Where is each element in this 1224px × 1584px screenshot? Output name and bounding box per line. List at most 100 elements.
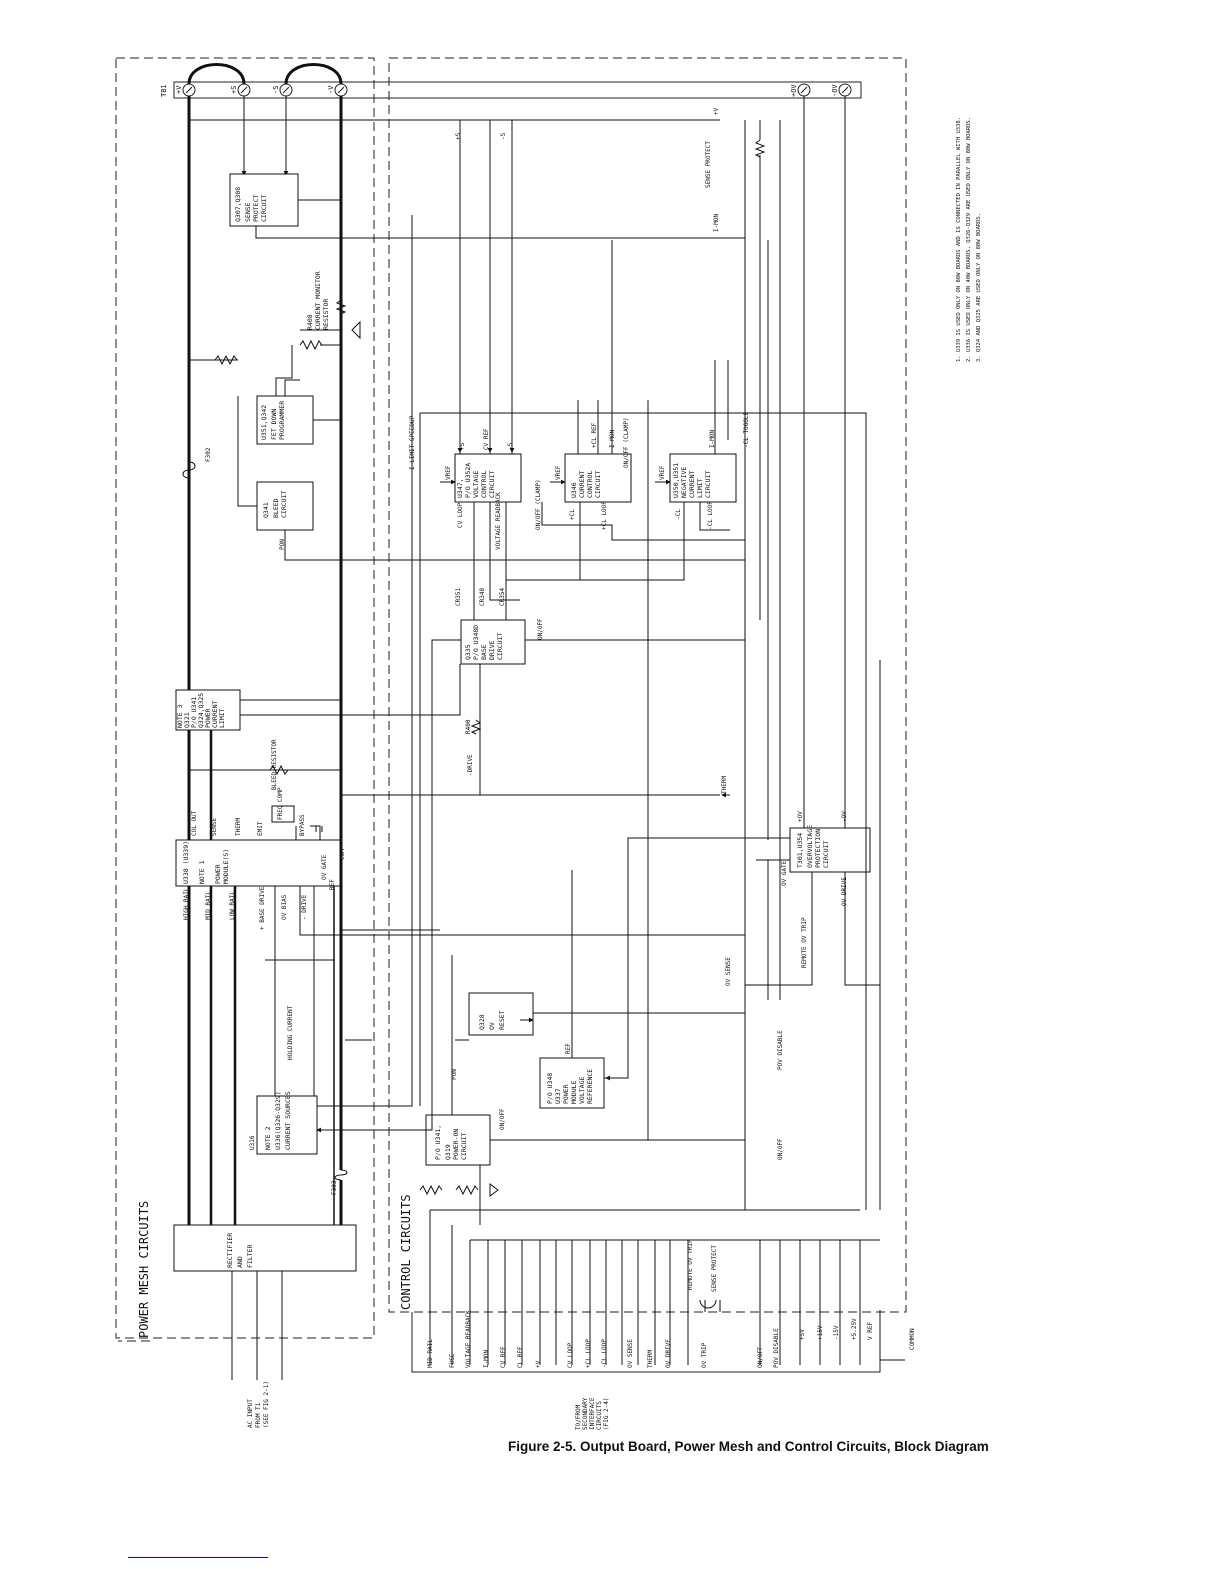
if-minus-cl-loop: -CL LOOP bbox=[601, 1339, 608, 1368]
svg-text:SENSE: SENSE bbox=[244, 202, 252, 222]
svg-text:(FIG 2-4): (FIG 2-4) bbox=[603, 1397, 610, 1430]
onoff-clamp-label-2: ON/OFF (CLAMP) bbox=[535, 479, 542, 530]
svg-text:CURRENT: CURRENT bbox=[688, 471, 696, 498]
if-plus-v: +V bbox=[535, 1360, 542, 1368]
minus-s-label-2: -S bbox=[507, 442, 514, 450]
svg-text:VOLTAGE: VOLTAGE bbox=[578, 1077, 586, 1104]
footer-rule bbox=[128, 1557, 268, 1558]
ov-gate-label-2: OV GATE bbox=[781, 860, 788, 886]
if-pov-disable: POV DISABLE bbox=[773, 1328, 780, 1368]
high-rail-label: HIGH RAIL bbox=[183, 887, 190, 920]
if-minus-15v: -15V bbox=[833, 1325, 840, 1340]
sense-protect-label-2: SENSE PROTECT bbox=[711, 1245, 718, 1292]
therm-label: THERM bbox=[721, 776, 728, 794]
svg-text:NOTE 2: NOTE 2 bbox=[264, 1126, 272, 1150]
svg-text:TO/FROM: TO/FROM bbox=[575, 1404, 582, 1430]
svg-text:LIMIT: LIMIT bbox=[218, 708, 226, 728]
svg-text:U346: U346 bbox=[570, 482, 578, 498]
svg-text:CIRCUIT: CIRCUIT bbox=[704, 471, 712, 498]
tb1-label: TB1 bbox=[160, 84, 168, 97]
svg-text:CIRCUIT: CIRCUIT bbox=[496, 633, 504, 660]
svg-text:BLEED: BLEED bbox=[272, 498, 280, 518]
note-1: 1. U339 IS USED ONLY ON 80W BOARDS AND I… bbox=[956, 117, 962, 362]
if-therm: THERM bbox=[647, 1350, 654, 1368]
sense-protect-label: SENSE PROTECT bbox=[705, 141, 712, 188]
svg-text:Q319: Q319 bbox=[444, 1144, 452, 1160]
interface-labels: MID RAIL FUSE VOLTAGE READBACK I-MON CV … bbox=[427, 1310, 916, 1368]
svg-text:CONTROL: CONTROL bbox=[586, 471, 594, 498]
svg-text:AND: AND bbox=[236, 1256, 244, 1268]
svg-text:CIRCUIT: CIRCUIT bbox=[822, 841, 830, 868]
notes: 1. U339 IS USED ONLY ON 80W BOARDS AND I… bbox=[956, 117, 982, 362]
svg-text:CURRENT MONITOR: CURRENT MONITOR bbox=[314, 271, 322, 330]
if-plus-cl-loop: +CL LOOP bbox=[585, 1339, 592, 1368]
svg-text:P/O U348D: P/O U348D bbox=[472, 625, 480, 660]
svg-text:U336(Q326-Q329): U336(Q326-Q329) bbox=[274, 1091, 282, 1150]
if-ov-sense: OV SENSE bbox=[627, 1339, 634, 1368]
svg-text:VOLTAGE: VOLTAGE bbox=[472, 471, 480, 498]
base-drive-label: + BASE DRIVE bbox=[259, 886, 266, 930]
svg-text:U347,: U347, bbox=[456, 478, 464, 498]
svg-text:U350,U351: U350,U351 bbox=[672, 463, 680, 498]
if-voltage-readback: VOLTAGE READBACK bbox=[465, 1310, 472, 1368]
ov-bias-label: OV BIAS bbox=[281, 894, 288, 920]
if-plus-15v: +15V bbox=[817, 1325, 824, 1340]
svg-text:FROM T1: FROM T1 bbox=[255, 1402, 262, 1428]
if-fuse: FUSE bbox=[449, 1353, 456, 1368]
svg-text:NEGATIVE: NEGATIVE bbox=[680, 467, 688, 498]
terminal-plus-v: +V bbox=[175, 85, 183, 94]
svg-text:PROGRAMMER: PROGRAMMER bbox=[278, 401, 286, 440]
cv-ref-label: CV REF bbox=[483, 428, 490, 450]
note-2: 2. U336 IS USED ONLY ON 40W BOARDS, Q326… bbox=[966, 117, 972, 362]
vref-label-1: VREF bbox=[445, 465, 452, 480]
svg-text:NOTE 1: NOTE 1 bbox=[198, 860, 206, 884]
svg-text:DRIVE: DRIVE bbox=[488, 640, 496, 660]
svg-text:(SEE FIG 2-1): (SEE FIG 2-1) bbox=[263, 1381, 270, 1428]
ref-label: REF bbox=[329, 879, 336, 890]
svg-text:RESET: RESET bbox=[498, 1010, 506, 1030]
svg-text:CURRENT: CURRENT bbox=[578, 471, 586, 498]
minus-s-label: -S bbox=[500, 132, 507, 140]
drive-label: - DRIVE bbox=[301, 894, 308, 920]
cl-minus-label: -CL bbox=[675, 509, 682, 520]
onoff-label-2: ON/OFF bbox=[499, 1108, 506, 1130]
rails bbox=[187, 96, 846, 1225]
if-cv-ref: CV REF bbox=[500, 1346, 507, 1368]
col-out-label: COL OUT bbox=[191, 810, 198, 836]
vref-label-2: VREF bbox=[555, 465, 562, 480]
cl-toggle-label: -CL TOGGLE bbox=[743, 411, 750, 448]
svg-text:BASE: BASE bbox=[480, 644, 488, 660]
svg-text:AC INPUT: AC INPUT bbox=[247, 1399, 254, 1428]
svg-text:NOTE 3: NOTE 3 bbox=[176, 704, 184, 728]
signal-labels: SENSE PROTECT I-MON +V +S -S +S CV REF -… bbox=[183, 107, 848, 1292]
holding-current-label: HOLDING CURRENT bbox=[287, 1005, 294, 1060]
svg-text:Q324,Q325: Q324,Q325 bbox=[197, 693, 205, 728]
blocks bbox=[173, 173, 871, 1272]
cr351-label: CR351 bbox=[455, 588, 462, 606]
svg-text:CONTROL: CONTROL bbox=[480, 471, 488, 498]
cr354-label: CR354 bbox=[499, 588, 506, 606]
if-v-ref: V REF bbox=[867, 1322, 874, 1340]
if-cv-loop: CV LOOP bbox=[567, 1342, 574, 1368]
svg-text:CIRCUITS: CIRCUITS bbox=[596, 1401, 603, 1430]
svg-text:Q335: Q335 bbox=[464, 644, 472, 660]
remote-ov-trip-label: REMOTE OV TRIP bbox=[801, 917, 808, 968]
sense-label: SENSE bbox=[211, 818, 218, 836]
jumper-plus bbox=[187, 63, 246, 85]
svg-text:RESISTOR: RESISTOR bbox=[322, 299, 330, 330]
svg-text:Q328: Q328 bbox=[478, 1014, 486, 1030]
svg-text:Q321: Q321 bbox=[183, 712, 191, 728]
pon-label: PON bbox=[279, 539, 286, 550]
control-title: CONTROL CIRCUITS bbox=[399, 1194, 413, 1310]
